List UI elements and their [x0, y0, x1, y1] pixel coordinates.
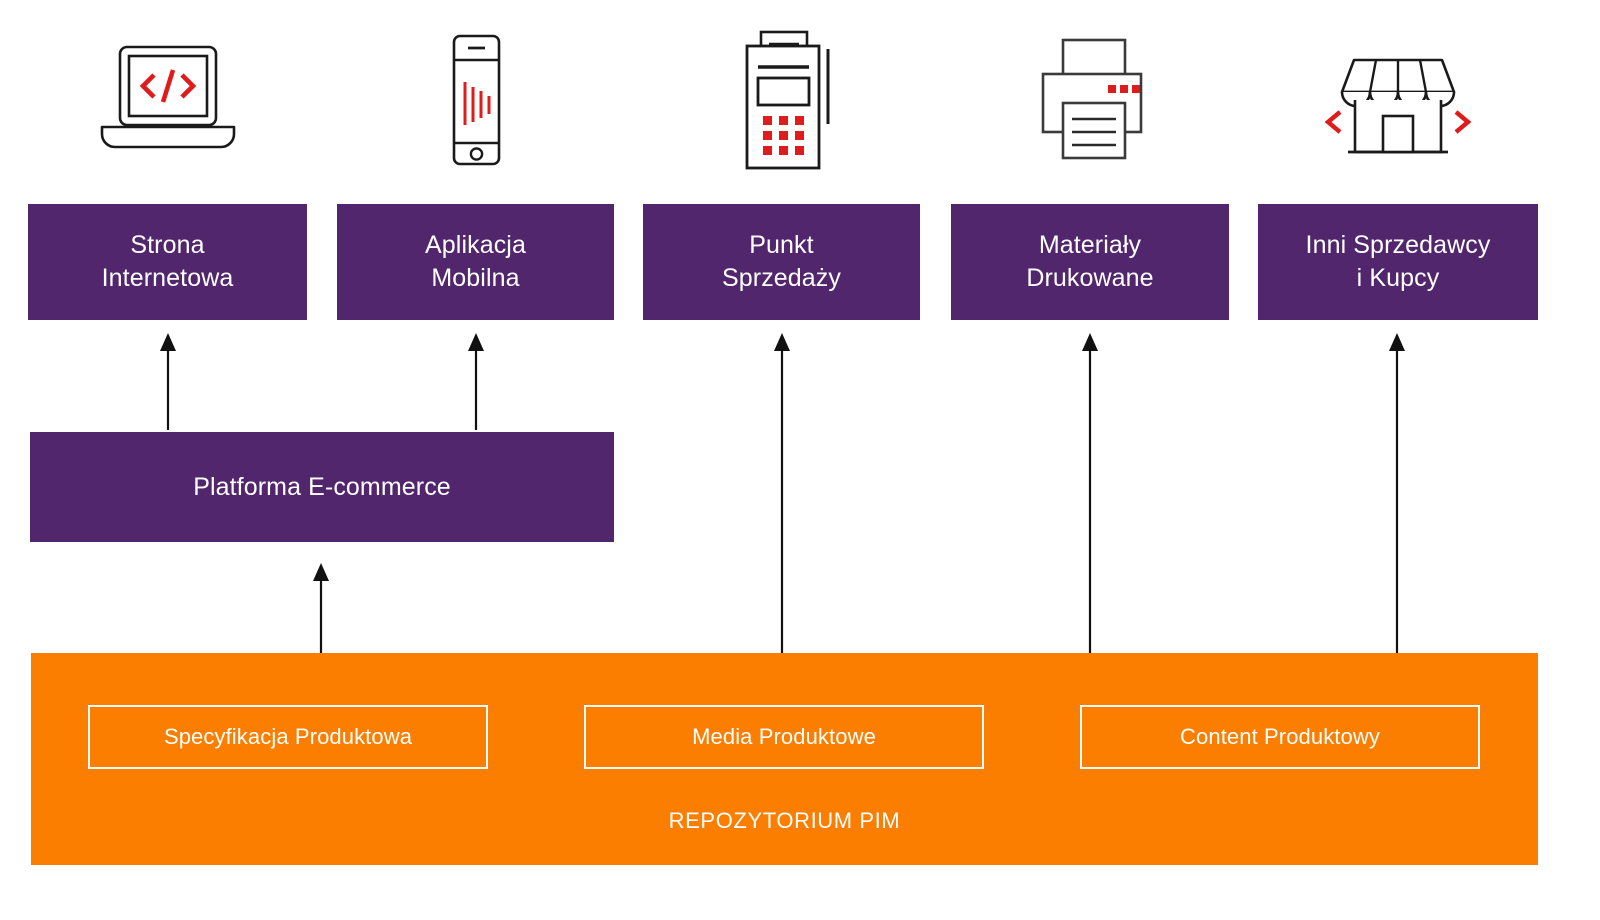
- mobile-phone-icon: [337, 20, 614, 180]
- arrow-pim-to-inni-sprzedawcy: [1389, 333, 1405, 653]
- pos-terminal-icon: [643, 20, 920, 180]
- pim-card-label: Specyfikacja Produktowa: [163, 724, 413, 749]
- channel-label: Inni Sprzedawcy i Kupcy: [1305, 231, 1491, 292]
- pim-card-specyfikacja-produktowa[interactable]: Specyfikacja Produktowa: [88, 705, 488, 769]
- channel-box-inni-sprzedawcy-i-kupcy[interactable]: Inni Sprzedawcy i Kupcy: [1258, 204, 1538, 320]
- storefront-icon: [1258, 20, 1538, 180]
- pim-card-content-produktowy[interactable]: Content Produktowy: [1080, 705, 1480, 769]
- pim-repository-band: [31, 653, 1538, 865]
- pim-repository-title: REPOZYTORIUM PIM: [668, 808, 901, 833]
- platform-box-ecommerce[interactable]: Platforma E-commerce: [30, 432, 614, 542]
- channel-box-strona-internetowa[interactable]: Strona Internetowa: [28, 204, 307, 320]
- pim-card-label: Media Produktowe: [692, 724, 876, 749]
- printer-icon: [951, 20, 1229, 180]
- channel-box-materialy-drukowane[interactable]: Materiały Drukowane: [951, 204, 1229, 320]
- channel-label: Materiały Drukowane: [1026, 231, 1154, 292]
- arrow-pim-to-platforma-ecommerce: [313, 563, 329, 653]
- pim-card-label: Content Produktowy: [1180, 724, 1380, 749]
- arrow-platform-to-aplikacja-mobilna: [468, 333, 484, 430]
- platform-label: Platforma E-commerce: [193, 472, 451, 501]
- arrow-pim-to-materialy-drukowane: [1082, 333, 1098, 653]
- channel-label: Strona Internetowa: [101, 231, 234, 292]
- channel-label: Punkt Sprzedaży: [721, 231, 841, 292]
- channel-box-punkt-sprzedazy[interactable]: Punkt Sprzedaży: [643, 204, 920, 320]
- arrow-pim-to-punkt-sprzedazy: [774, 333, 790, 653]
- arrow-platform-to-strona-internetowa: [160, 333, 176, 430]
- laptop-code-icon: [28, 20, 308, 180]
- channel-box-aplikacja-mobilna[interactable]: Aplikacja Mobilna: [337, 204, 614, 320]
- pim-card-media-produktowe[interactable]: Media Produktowe: [584, 705, 984, 769]
- channel-label: Aplikacja Mobilna: [425, 231, 526, 292]
